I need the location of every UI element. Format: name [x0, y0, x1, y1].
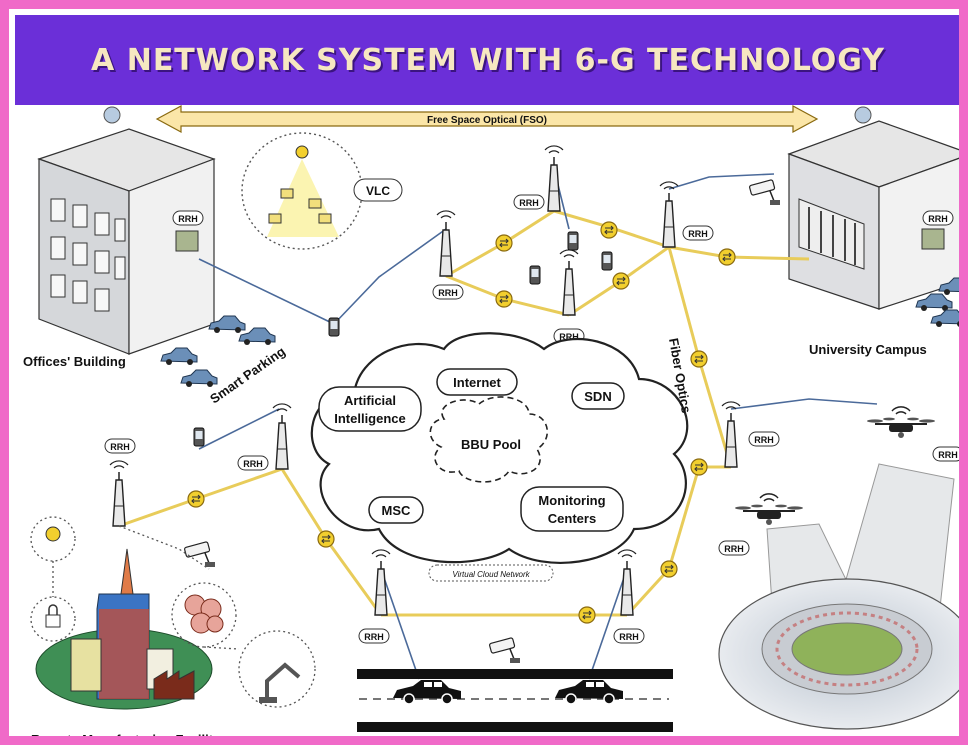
manufacturing-facility-icon: [35, 548, 213, 710]
robot-sensor-icon: [184, 594, 224, 634]
rrh-label: RRH: [754, 435, 774, 445]
lock-icon: [45, 614, 61, 628]
robot-arm-icon: [265, 662, 301, 699]
fso-link: Free Space Optical (FSO): [155, 104, 819, 134]
bulb-icon: [45, 526, 61, 542]
manufacturing-label: Remote Manufacturing Facility: [31, 732, 221, 745]
cloud-ai-line2: Intelligence: [334, 411, 406, 426]
wireless-links: [198, 168, 878, 680]
cloud-virtual-label: Virtual Cloud Network: [452, 570, 530, 579]
rrh-label: RRH: [938, 450, 958, 460]
virtual-cloud: Artificial Intelligence Internet SDN BBU…: [310, 332, 689, 582]
page-title: A NETWORK SYSTEM WITH 6-G TECHNOLOGY: [91, 42, 885, 78]
title-banner: A NETWORK SYSTEM WITH 6-G TECHNOLOGY: [15, 15, 959, 105]
rrh-label: RRH: [364, 632, 384, 642]
autonomous-label: Autonomous Driving: [437, 734, 566, 745]
university-label: University Campus: [809, 342, 927, 357]
network-diagram: Free Space Optical (FSO): [23, 104, 959, 745]
vlc-zone: VLC: [241, 132, 403, 250]
autonomous-road: [357, 669, 673, 732]
rrh-label: RRH: [559, 332, 579, 342]
rrh-label: RRH: [243, 459, 263, 469]
cloud-sdn: SDN: [584, 389, 611, 404]
rrh-label: RRH: [619, 632, 639, 642]
cloud-internet: Internet: [453, 375, 501, 390]
rrh-label: RRH: [438, 288, 458, 298]
university-campus-icon: [787, 106, 959, 310]
rrh-label: RRH: [110, 442, 130, 452]
rrh-label: RRH: [688, 229, 708, 239]
iot-icons: [30, 516, 316, 708]
rrh-label: RRH: [928, 214, 948, 224]
stadium-icon: [718, 463, 959, 730]
offices-building-icon: [37, 106, 216, 355]
offices-label: Offices' Building: [23, 354, 126, 369]
autonomous-car-icons: [392, 679, 624, 705]
vlc-label: VLC: [366, 184, 390, 198]
rrh-labels: RRH RRH RRH RRH RRH RRH RRH RRH RRH RRH …: [104, 194, 959, 644]
smart-parking-label: Smart Parking: [207, 344, 288, 407]
cloud-ai-line1: Artificial: [344, 393, 396, 408]
cloud-monitoring-line1: Monitoring: [538, 493, 605, 508]
rrh-label: RRH: [519, 198, 539, 208]
cloud-bbu: BBU Pool: [461, 437, 521, 452]
fso-label: Free Space Optical (FSO): [427, 115, 547, 126]
rrh-label: RRH: [178, 214, 198, 224]
cloud-monitoring-line2: Centers: [548, 511, 596, 526]
rrh-label: RRH: [724, 544, 744, 554]
cloud-msc: MSC: [382, 503, 412, 518]
